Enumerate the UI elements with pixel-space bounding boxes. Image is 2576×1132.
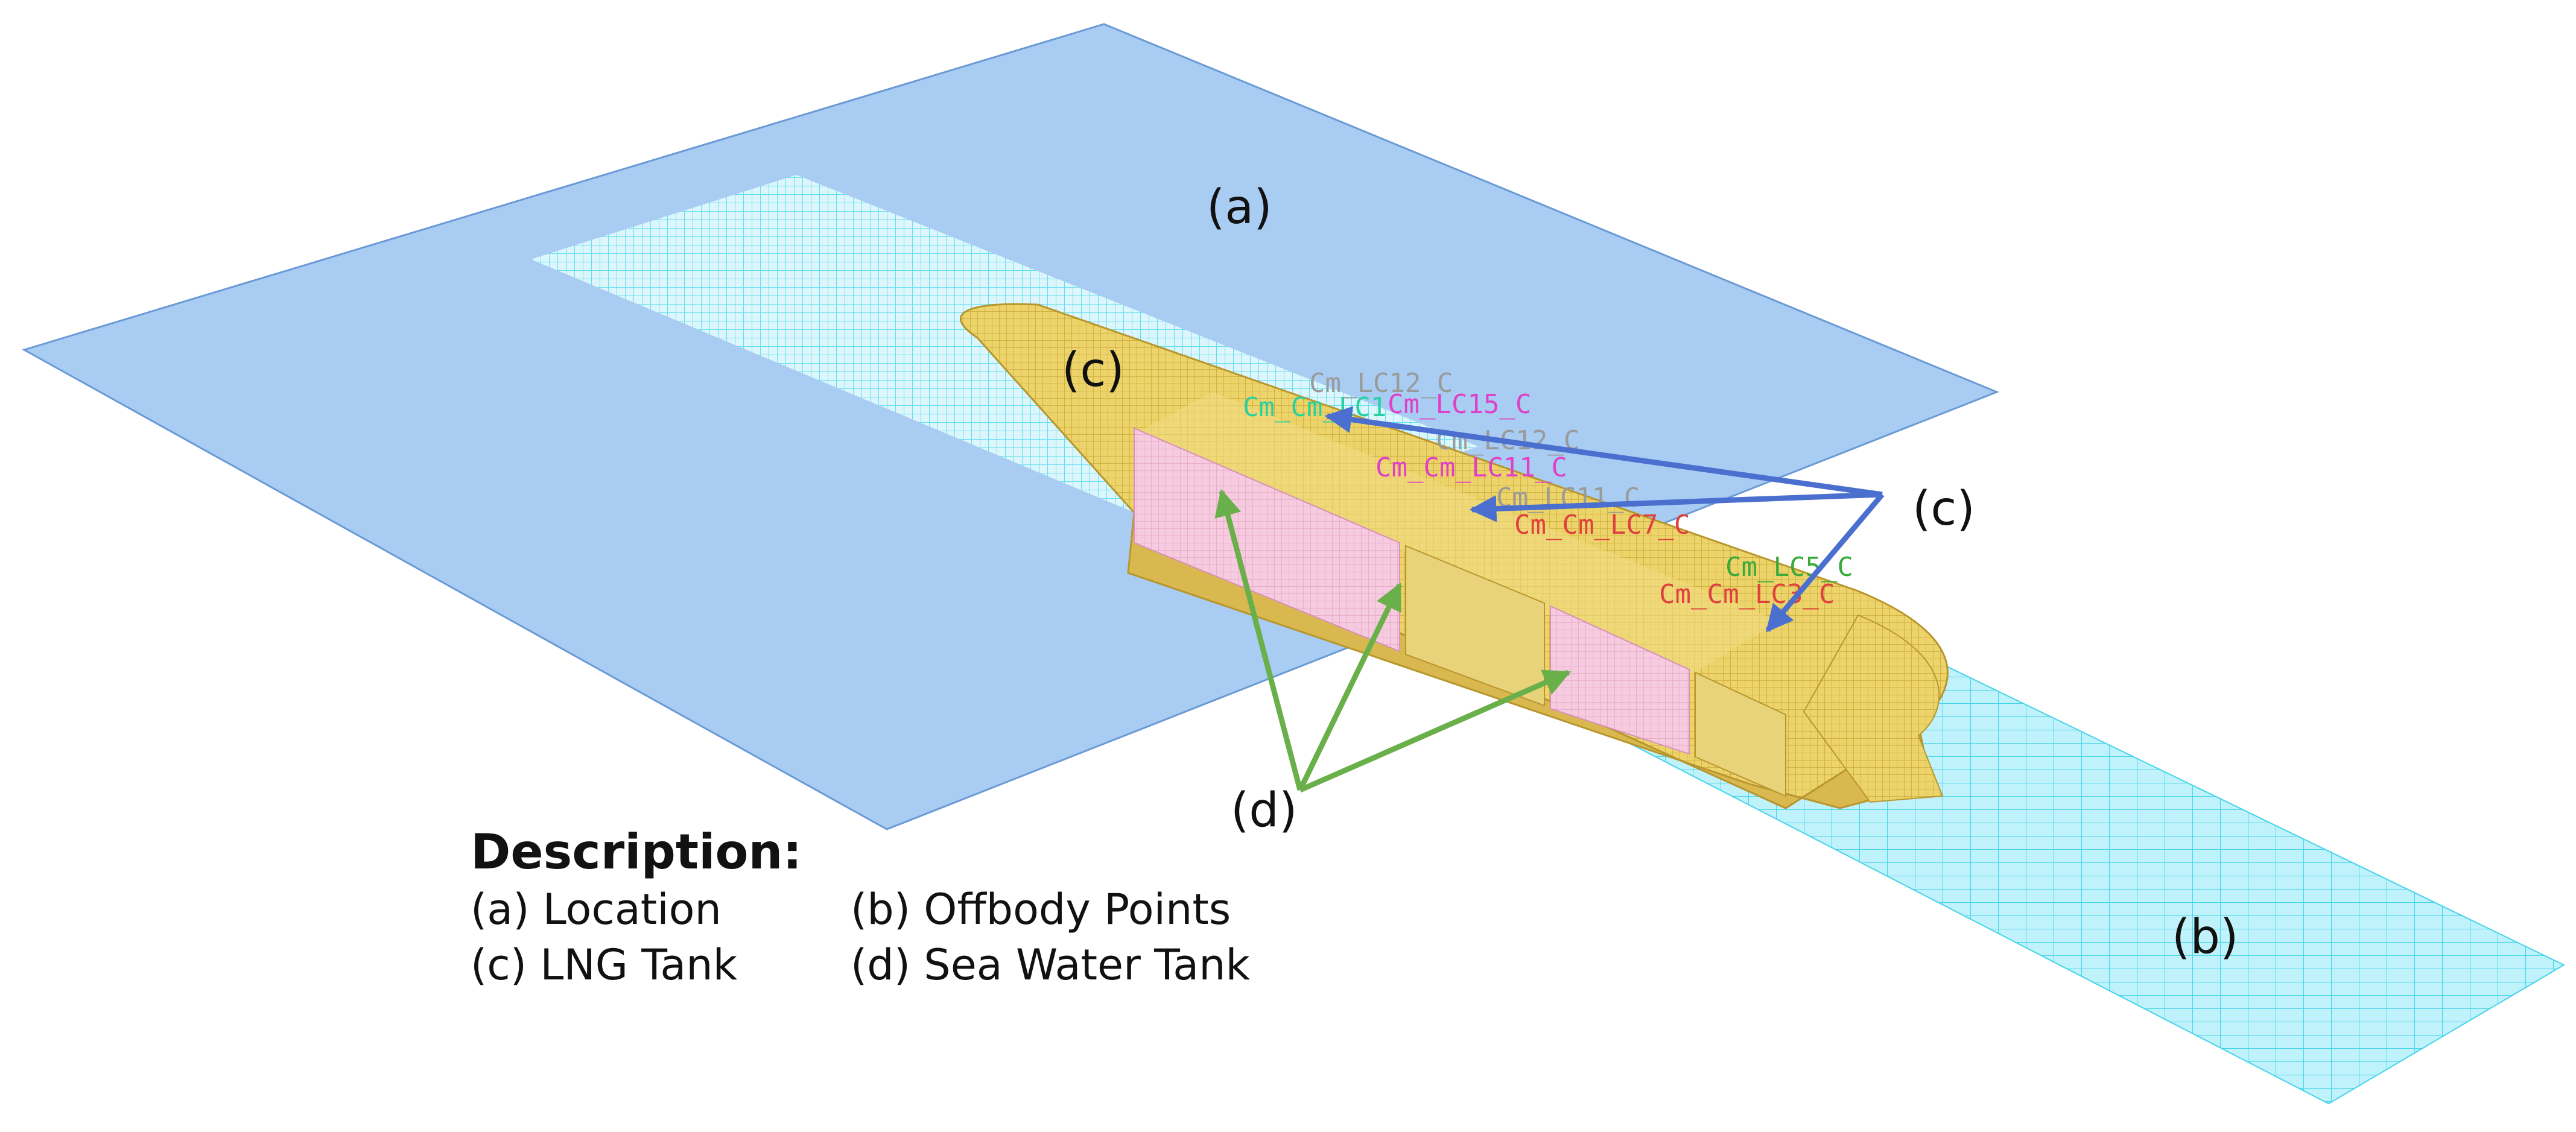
description-item-a: (a) Location <box>471 885 722 934</box>
tank-label: Cm_Cm_LC7_C <box>1514 510 1690 540</box>
tank-label: Cm_LC5_C <box>1725 552 1853 583</box>
lng-tank-arrows <box>1324 406 1885 633</box>
label-c-right: (c) <box>1912 482 1975 536</box>
label-b: (b) <box>2172 910 2238 964</box>
tank-label: Cm_LC15_C <box>1388 389 1531 420</box>
label-d: (d) <box>1231 783 1297 838</box>
label-c-bow: (c) <box>1062 343 1125 397</box>
description-title: Description: <box>471 824 802 880</box>
tank-label: Cm_Cm_LC11_C <box>1375 452 1567 483</box>
sea-water-tank-arrows <box>1214 489 1572 793</box>
label-a: (a) <box>1207 180 1272 235</box>
description-item-c: (c) LNG Tank <box>471 940 738 990</box>
sea-water-tanks <box>1134 427 1786 797</box>
tank-label: Cm_Cm_LC1 <box>1243 392 1386 423</box>
description-legend: Description: (a) Location (b) Offbody Po… <box>471 823 1273 991</box>
tank-label: Cm_LC12_C <box>1309 368 1453 399</box>
description-item-d: (d) Sea Water Tank <box>851 940 1251 990</box>
description-item-b: (b) Offbody Points <box>851 885 1231 934</box>
